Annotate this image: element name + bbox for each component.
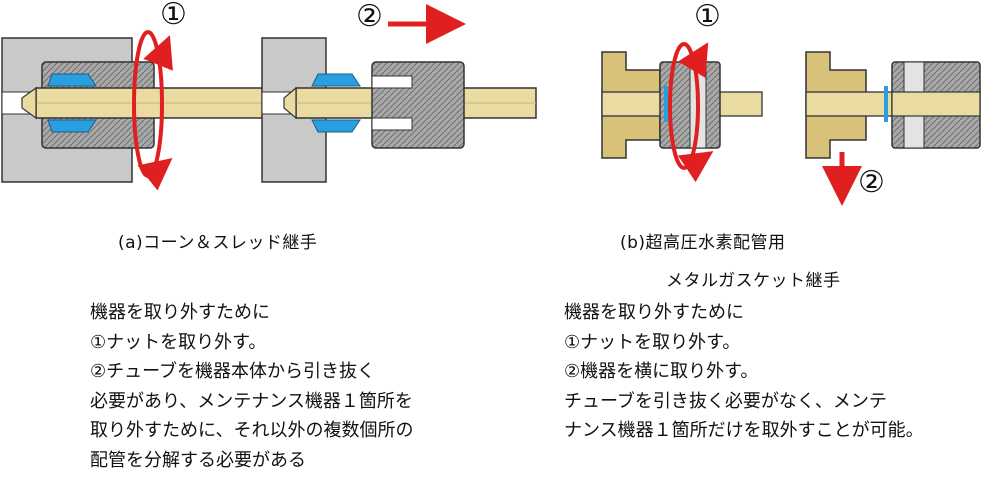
nut bbox=[371, 61, 465, 149]
description-a-line: ①ナットを取り外す。 bbox=[90, 331, 267, 353]
collar-bottom bbox=[47, 119, 97, 133]
collar-bottom bbox=[311, 119, 361, 133]
description-b-line: ②機器を横に取り外す。 bbox=[564, 361, 759, 382]
description-b-line: ナンス機器１箇所だけを取外すことが可能。 bbox=[564, 420, 924, 441]
cone-tip bbox=[21, 86, 37, 120]
gasket bbox=[664, 86, 668, 122]
description-a: 機器を取り外すために ①ナットを取り外す。 ②チューブを機器本体から引き抜く 必… bbox=[90, 298, 413, 475]
caption-b-line2: メタルガスケット継手 bbox=[666, 271, 841, 291]
description-b-line: 機器を取り外すために bbox=[564, 302, 744, 323]
caption-b-line1: (b)超高圧水素配管用 bbox=[620, 233, 786, 253]
step1-label-a: ① bbox=[160, 0, 187, 32]
step1-label-b: ① bbox=[694, 0, 721, 34]
panel-a-removed: ② bbox=[261, 0, 537, 183]
description-b-line: ①ナットを取り外す。 bbox=[564, 331, 741, 353]
step2-label-b: ② bbox=[858, 165, 885, 200]
description-a-line: 取り外すために、それ以外の複数個所の bbox=[90, 420, 414, 441]
description-a-line: ②チューブを機器本体から引き抜く bbox=[90, 361, 376, 382]
description-a-line: 機器を取り外すために bbox=[90, 302, 270, 323]
panel-a-assembled: ① bbox=[1, 0, 277, 191]
description-b-line: チューブを引き抜く必要がなく、メンテ bbox=[564, 390, 887, 412]
caption-a: (a)コーン＆スレッド継手 bbox=[118, 233, 318, 253]
description-a-line: 必要があり、メンテナンス機器１箇所を bbox=[90, 390, 413, 412]
gasket bbox=[884, 86, 888, 122]
collar-top bbox=[311, 73, 361, 87]
description-b: 機器を取り外すために ①ナットを取り外す。 ②機器を横に取り外す。 チューブを引… bbox=[564, 298, 924, 446]
panel-b-assembled: ① bbox=[601, 0, 763, 183]
description-a-line: 配管を分解する必要がある bbox=[90, 449, 306, 471]
step2-label-a: ② bbox=[356, 0, 383, 34]
collar-top bbox=[47, 73, 97, 87]
panel-b-removed: ② bbox=[805, 51, 981, 206]
